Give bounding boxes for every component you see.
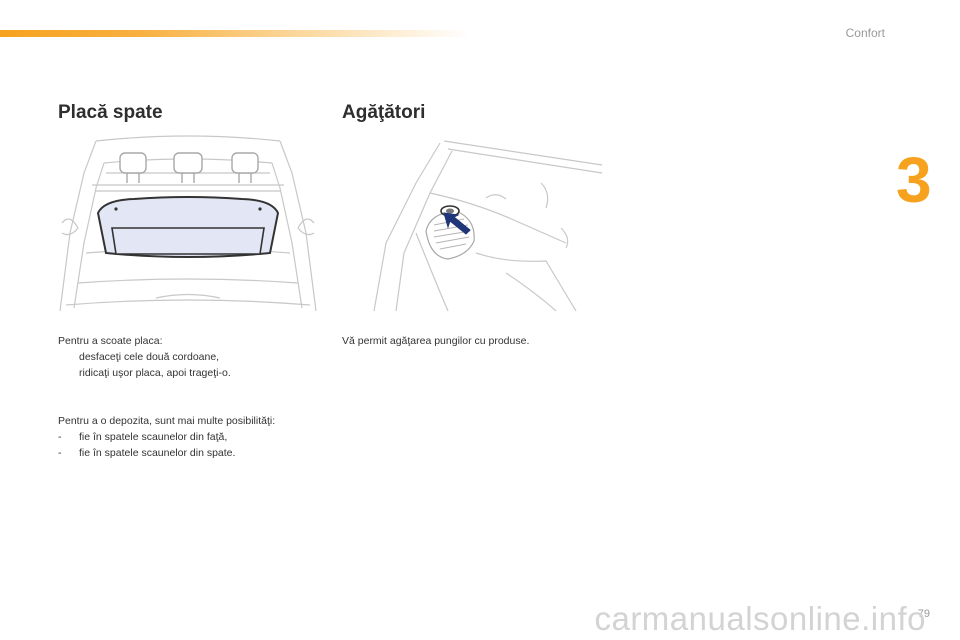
store-shelf-intro: Pentru a o depozita, sunt mai multe posi… (58, 415, 276, 427)
remove-shelf-instructions: Pentru a scoate placa: desfaceţi cele do… (58, 333, 328, 381)
list-item-text: fie în spatele scaunelor din faţă, (79, 431, 228, 443)
heading-hooks: Agăţători (342, 102, 426, 123)
hooks-description-block: Vă permit agăţarea pungilor cu produse. (342, 333, 642, 349)
store-shelf-instructions: Pentru a o depozita, sunt mai multe posi… (58, 413, 328, 461)
top-accent-bar (0, 30, 470, 37)
bag-hook-illustration (373, 140, 603, 312)
heading-rear-shelf: Placă spate (58, 102, 163, 123)
watermark: carmanualsonline.info (594, 600, 926, 637)
list-item: desfaceţi cele două cordoane, (58, 349, 328, 365)
section-label: Confort (845, 26, 885, 40)
rear-shelf-illustration (59, 135, 317, 312)
dash-bullet: - (58, 431, 62, 443)
page-number: 79 (917, 608, 930, 620)
remove-shelf-intro: Pentru a scoate placa: (58, 335, 163, 347)
list-item-text: ridicaţi uşor placa, apoi trageţi-o. (79, 367, 231, 379)
list-item: - fie în spatele scaunelor din faţă, (58, 429, 328, 445)
list-item-text: desfaceţi cele două cordoane, (79, 351, 220, 363)
dash-bullet: - (58, 447, 62, 459)
list-item: ridicaţi uşor placa, apoi trageţi-o. (58, 365, 328, 381)
list-item: - fie în spatele scaunelor din spate. (58, 445, 328, 461)
list-item-text: fie în spatele scaunelor din spate. (79, 447, 236, 459)
hooks-description: Vă permit agăţarea pungilor cu produse. (342, 335, 530, 347)
chapter-number: 3 (896, 144, 932, 216)
